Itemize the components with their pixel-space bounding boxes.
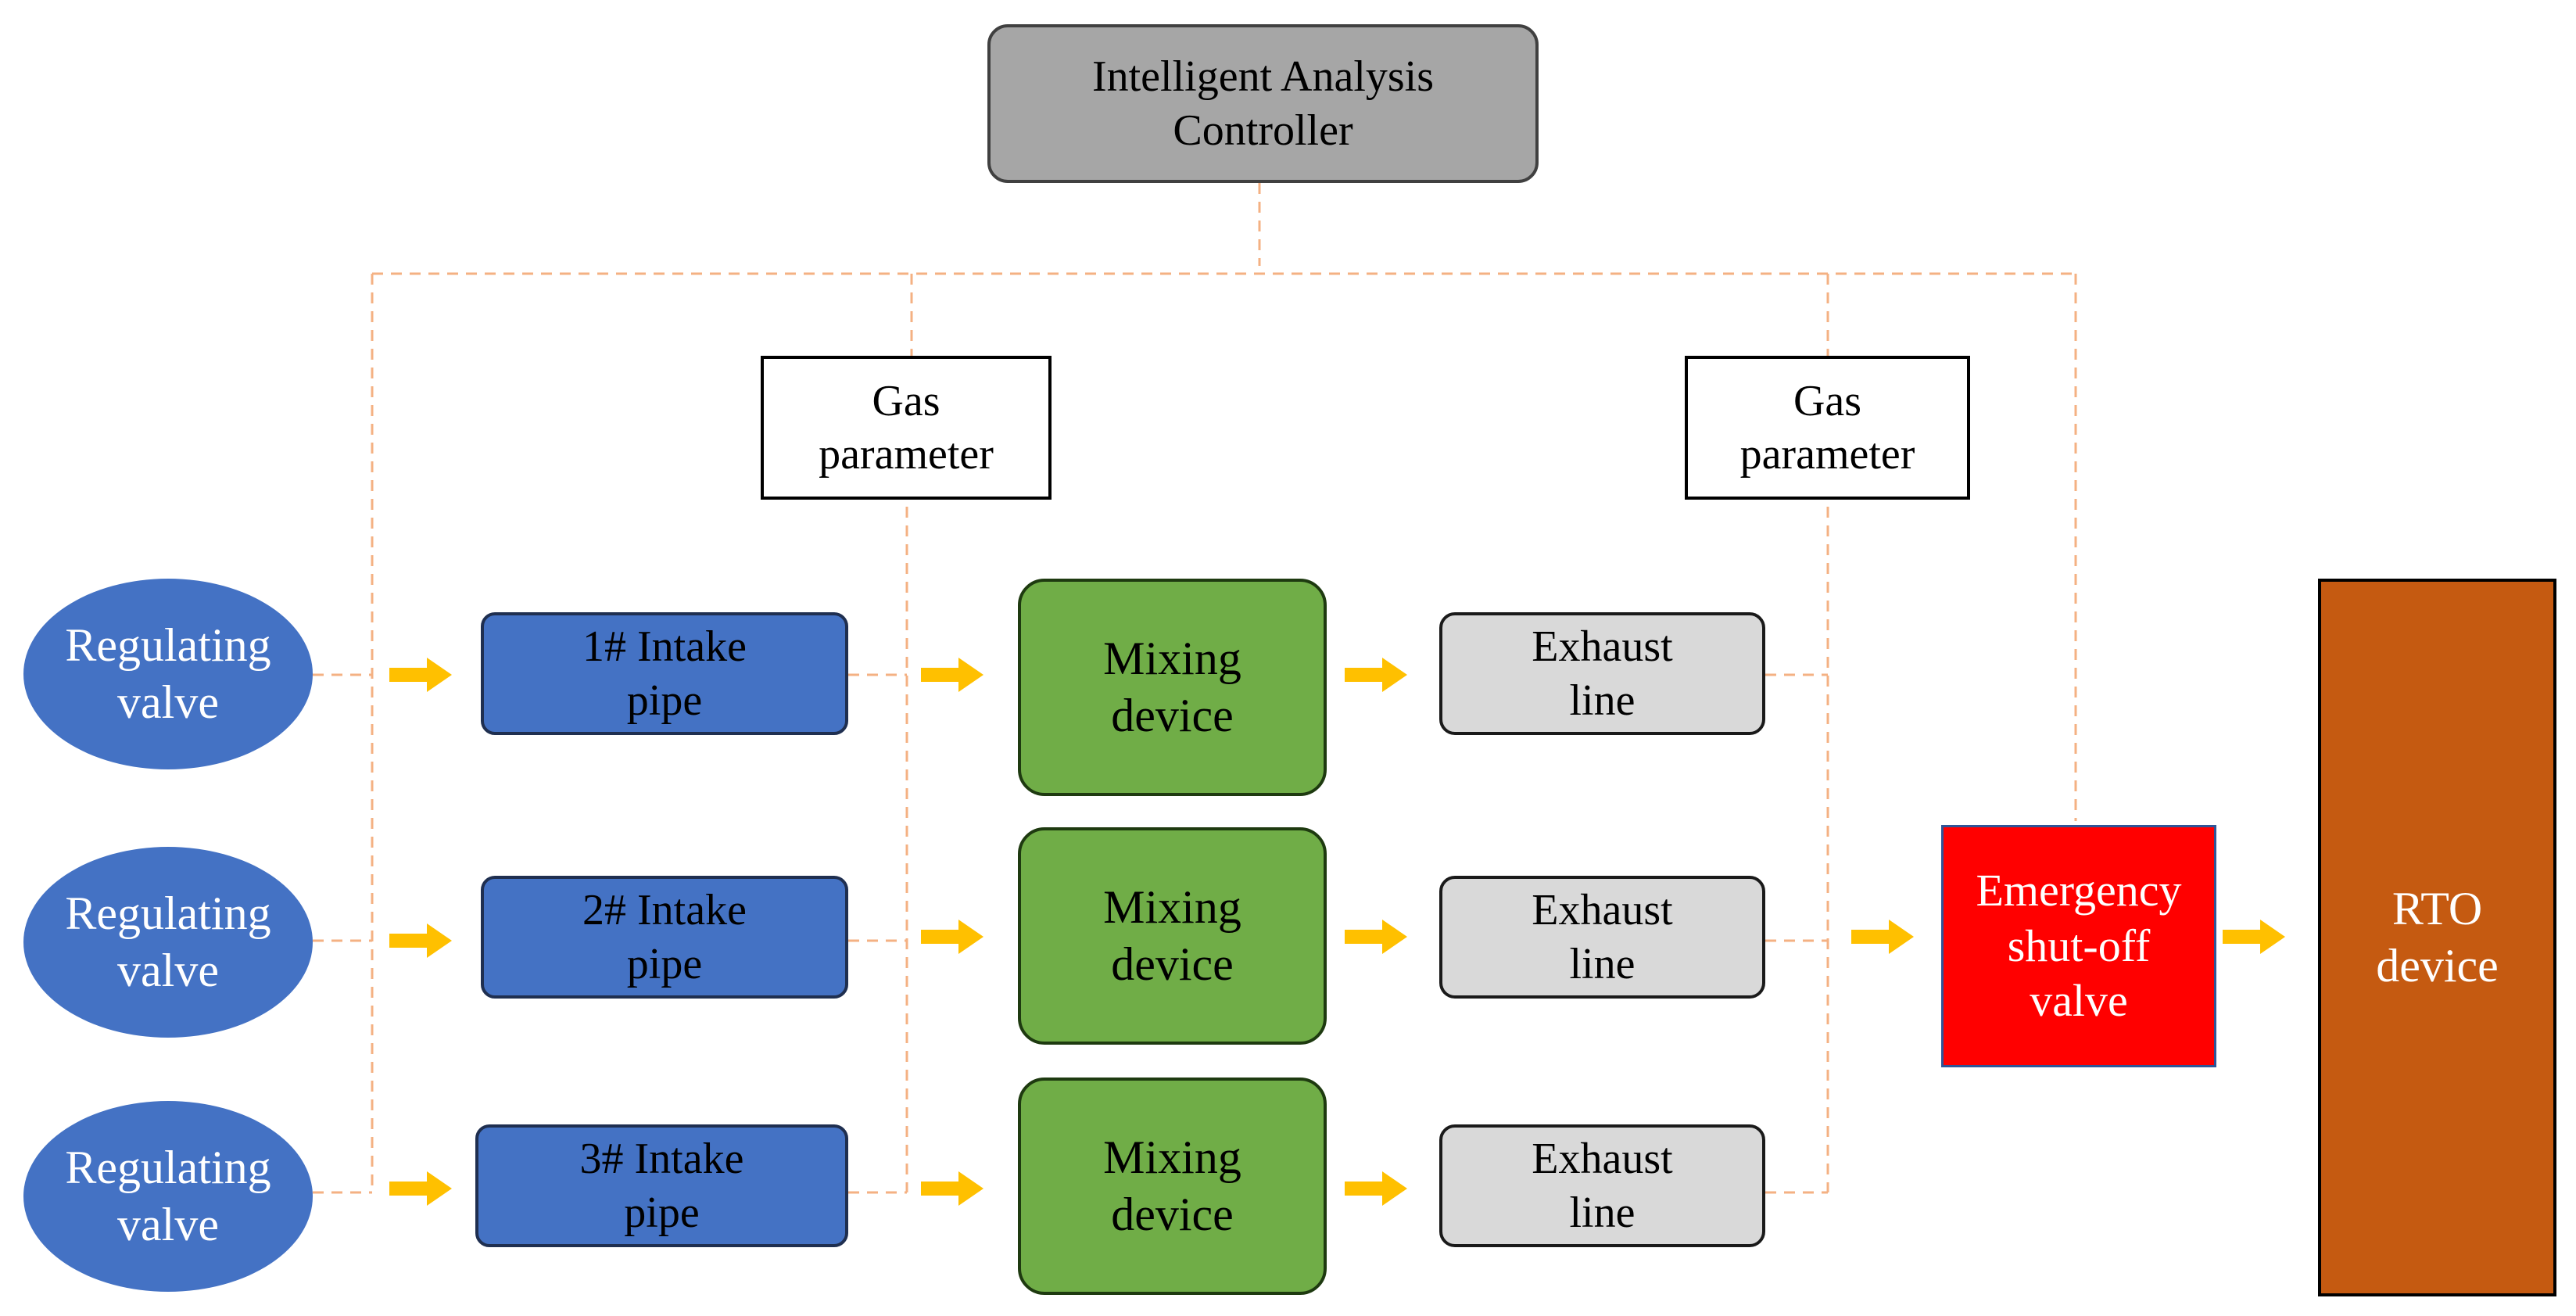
signal-lines — [313, 183, 2077, 1194]
gas-parameter-right: Gas parameter — [1685, 356, 1970, 500]
flow-arrow-mixing-to-exhaust-2 — [1345, 920, 1407, 954]
flow-arrow-exhaust-to-emergency-valve — [1851, 920, 1914, 954]
flow-arrow-valve-to-intake-3 — [389, 1171, 452, 1206]
gas-parameter-left: Gas parameter — [761, 356, 1052, 500]
flow-arrow-intake-to-mixing-2 — [921, 920, 983, 954]
exhaust-line-2: Exhaust line — [1439, 876, 1765, 999]
flow-arrow-valve-to-intake-1 — [389, 658, 452, 692]
exhaust-line-1: Exhaust line — [1439, 612, 1765, 735]
flow-arrow-mixing-to-exhaust-3 — [1345, 1171, 1407, 1206]
emergency-shut-off-valve: Emergency shut-off valve — [1941, 825, 2216, 1067]
flow-arrow-intake-to-mixing-1 — [921, 658, 983, 692]
intake-pipe-3: 3# Intake pipe — [475, 1124, 848, 1247]
regulating-valve-2: Regulating valve — [23, 847, 313, 1038]
flow-arrow-emergency-valve-to-rto — [2223, 920, 2285, 954]
mixing-device-1: Mixing device — [1018, 579, 1327, 796]
exhaust-line-3: Exhaust line — [1439, 1124, 1765, 1247]
mixing-device-2: Mixing device — [1018, 827, 1327, 1045]
mixing-device-3: Mixing device — [1018, 1078, 1327, 1295]
rto-device: RTO device — [2318, 579, 2556, 1296]
flow-arrow-mixing-to-exhaust-1 — [1345, 658, 1407, 692]
intelligent-analysis-controller: Intelligent Analysis Controller — [987, 24, 1539, 183]
intake-pipe-1: 1# Intake pipe — [481, 612, 848, 735]
regulating-valve-1: Regulating valve — [23, 579, 313, 769]
intake-pipe-2: 2# Intake pipe — [481, 876, 848, 999]
flow-arrow-intake-to-mixing-3 — [921, 1171, 983, 1206]
regulating-valve-3: Regulating valve — [23, 1101, 313, 1292]
flow-arrow-valve-to-intake-2 — [389, 923, 452, 958]
flow-arrows — [389, 658, 2285, 1206]
